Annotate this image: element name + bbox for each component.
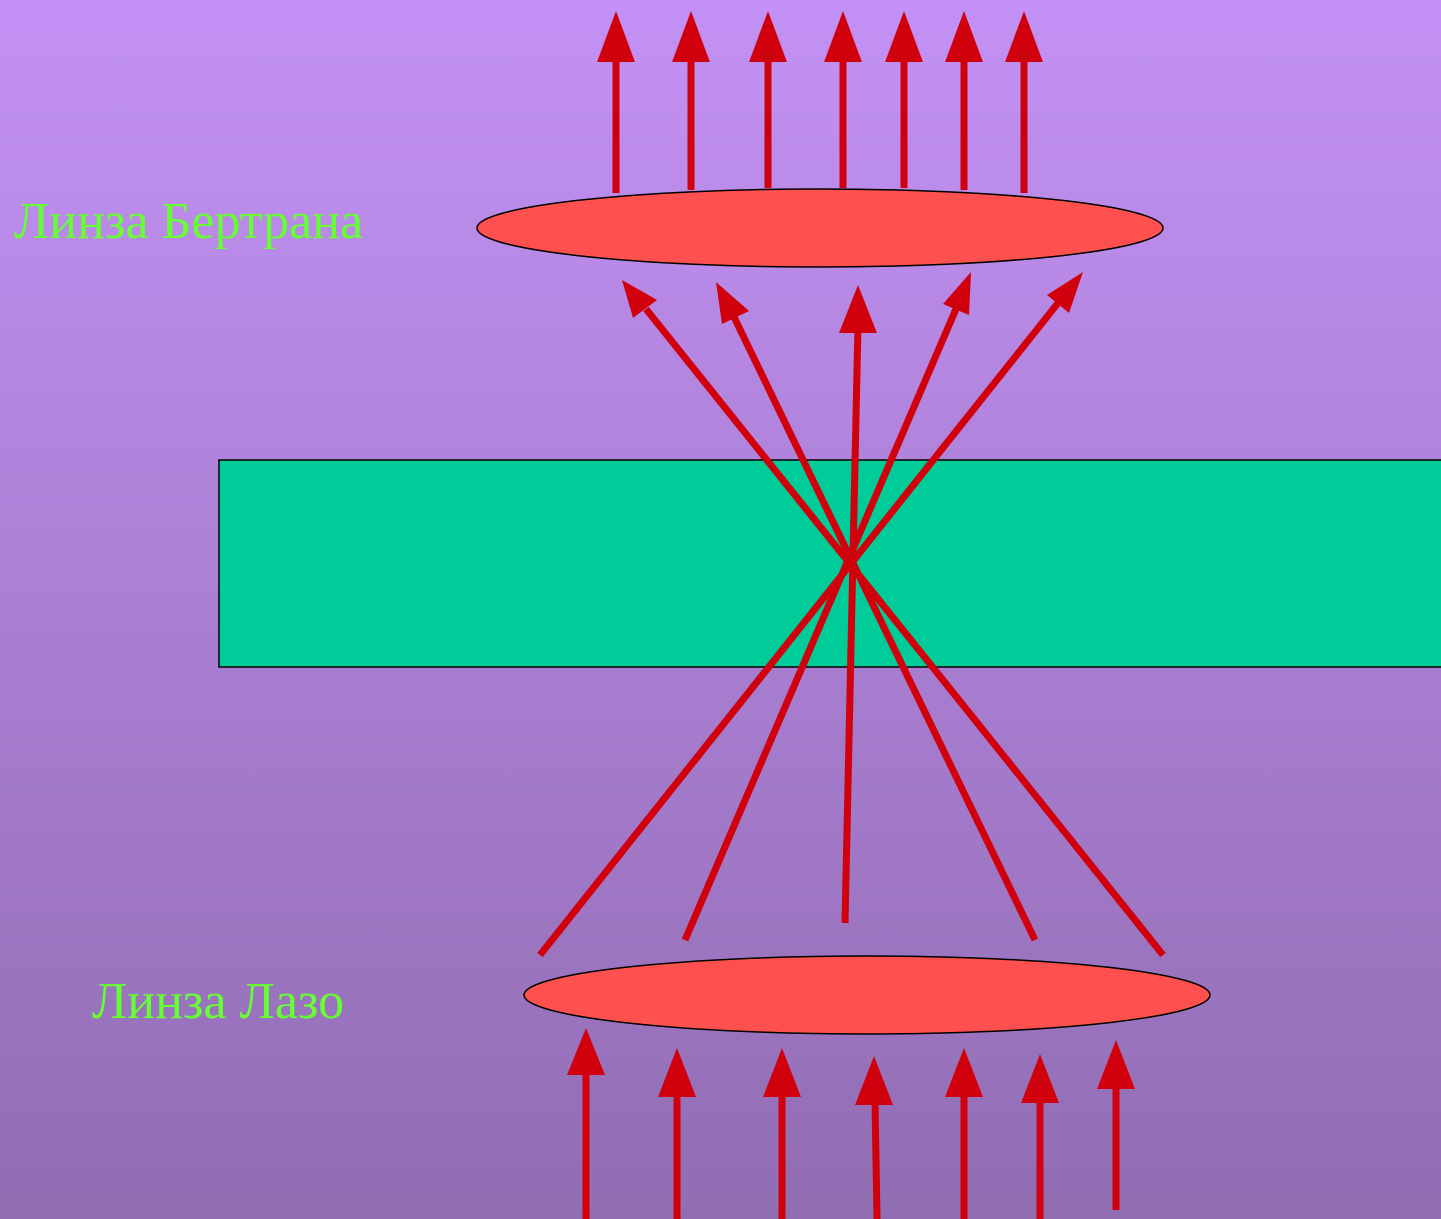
incoming-ray-arrowhead [855, 1056, 893, 1105]
incoming-ray-arrowhead [658, 1048, 696, 1097]
outgoing-ray-arrowhead [749, 11, 787, 62]
crossing-ray-arrowhead [1047, 272, 1083, 313]
outgoing-ray-arrowhead [824, 11, 862, 62]
outgoing-ray-arrowhead [672, 11, 710, 62]
incoming-ray-arrowhead [1097, 1040, 1135, 1089]
converging-rays [537, 272, 1166, 958]
lens-lazo [523, 955, 1211, 1035]
crossing-ray-arrowhead [622, 280, 657, 318]
incoming-ray [871, 1099, 881, 1219]
crossing-ray [681, 307, 960, 942]
crossing-ray-arrowhead [943, 272, 971, 315]
incoming-ray-arrowhead [763, 1048, 801, 1097]
lens-bertrand [476, 188, 1164, 268]
bertrand-lens-label: Линза Бертрана [14, 193, 364, 250]
incoming-ray-arrowhead [945, 1048, 983, 1097]
outgoing-ray-arrowhead [885, 11, 923, 62]
lazo-lens-label: Линза Лазо [92, 973, 345, 1030]
incoming-rays [567, 1028, 1135, 1219]
crossing-ray-arrowhead [839, 285, 877, 333]
crossing-ray-arrowhead [716, 282, 749, 324]
crossing-ray [730, 315, 1039, 942]
outgoing-ray-arrowhead [1005, 11, 1043, 62]
outgoing-rays [597, 11, 1043, 193]
crossing-ray [841, 324, 862, 924]
crossing-ray [537, 300, 1061, 958]
outgoing-ray-arrowhead [597, 11, 635, 62]
crossing-ray [643, 306, 1166, 958]
incoming-ray-arrowhead [1021, 1054, 1059, 1103]
incoming-ray-arrowhead [567, 1028, 605, 1075]
specimen-plate [218, 459, 1441, 668]
outgoing-ray-arrowhead [945, 11, 983, 62]
